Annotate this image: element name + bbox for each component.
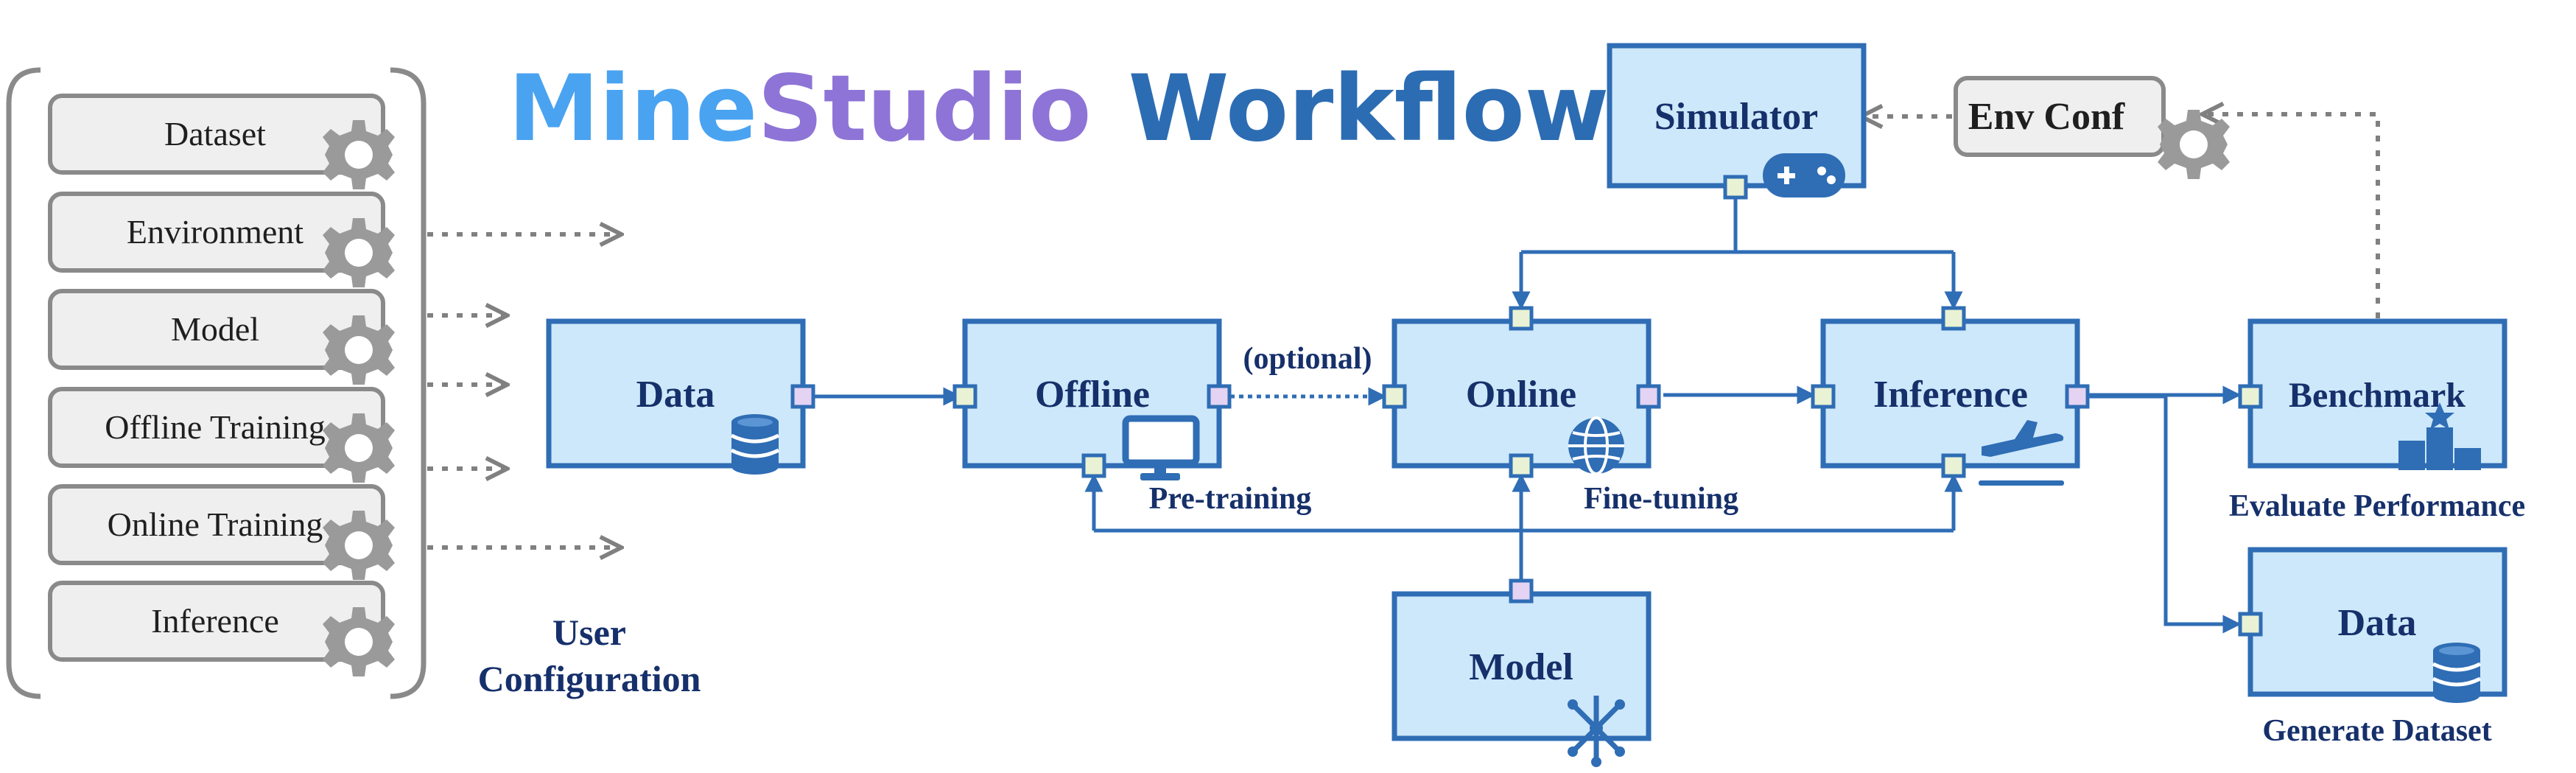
config-item-label: Environment — [127, 213, 303, 251]
podium-icon — [2398, 402, 2481, 470]
node-online: Online — [1382, 306, 1661, 478]
monitor-icon — [1122, 415, 1200, 480]
node-offline: Offline — [952, 318, 1232, 480]
edge-label-generate: Generate Dataset — [2262, 714, 2491, 748]
connectors — [810, 197, 2242, 634]
title-studio: Studio — [757, 56, 1091, 162]
title-mine: Mine — [508, 56, 757, 162]
port — [1941, 306, 1966, 331]
edge-label-pretraining: Pre-training — [1149, 482, 1312, 516]
node-inference-label: Inference — [1873, 374, 2028, 416]
port — [2238, 384, 2263, 409]
port — [1723, 175, 1748, 200]
title-workflow: Workflow — [1129, 56, 1610, 162]
env-feedback-arrows — [1864, 114, 2380, 318]
port — [952, 384, 978, 409]
port — [1941, 453, 1966, 478]
node-data-input: Data — [546, 318, 815, 475]
port — [1081, 453, 1106, 478]
port — [1509, 306, 1534, 331]
database-icon — [731, 414, 779, 475]
node-simulator-label: Simulator — [1654, 96, 1818, 138]
port — [1509, 453, 1534, 478]
config-item-label: Offline Training — [105, 408, 325, 446]
user-config-line1: User — [552, 612, 626, 653]
diagram-title: MineStudio Workflow — [508, 56, 1609, 162]
user-config-line2: Configuration — [478, 658, 701, 699]
port — [2065, 384, 2090, 409]
port — [1509, 578, 1534, 604]
edge-label-optional: (optional) — [1243, 342, 1372, 376]
node-online-label: Online — [1466, 374, 1576, 416]
config-item-offline-training: Offline Training — [48, 387, 395, 483]
config-item-inference: Inference — [48, 581, 395, 676]
node-benchmark: Benchmark — [2238, 318, 2507, 470]
gamepad-icon — [1763, 153, 1845, 197]
node-model-label: Model — [1469, 646, 1573, 688]
edge-label-evaluate: Evaluate Performance — [2229, 489, 2525, 523]
globe-icon — [1568, 416, 1624, 475]
edge-label-finetuning: Fine-tuning — [1584, 482, 1738, 516]
node-env-conf: Env Conf — [1954, 76, 2230, 179]
port — [1207, 384, 1232, 409]
port — [1636, 384, 1661, 409]
airplane-icon — [1979, 420, 2064, 486]
gear-icon — [2158, 110, 2230, 179]
node-benchmark-label: Benchmark — [2289, 376, 2466, 415]
right-brace — [390, 67, 427, 699]
config-item-label: Model — [171, 310, 259, 348]
config-arrows — [427, 234, 619, 548]
node-data-output-label: Data — [2338, 602, 2417, 644]
config-item-environment: Environment — [48, 192, 395, 287]
port — [2238, 612, 2263, 637]
port — [790, 384, 815, 409]
config-item-label: Inference — [151, 602, 279, 640]
node-model: Model — [1391, 578, 1652, 767]
left-brace — [6, 67, 41, 699]
config-item-label: Online Training — [108, 506, 323, 543]
config-item-label: Dataset — [164, 115, 266, 153]
node-simulator: Simulator — [1607, 43, 1867, 200]
config-item-model: Model — [48, 289, 395, 385]
node-inference: Inference — [1811, 306, 2090, 486]
network-icon — [1568, 696, 1625, 767]
node-offline-label: Offline — [1035, 374, 1150, 416]
node-data-output: Data — [2238, 547, 2507, 703]
port — [1382, 384, 1407, 409]
config-item-online-training: Online Training — [48, 484, 395, 580]
node-env-conf-label: Env Conf — [1968, 96, 2125, 138]
database-icon — [2433, 643, 2480, 703]
node-data-input-label: Data — [636, 374, 715, 416]
port — [1811, 384, 1836, 409]
config-item-dataset: Dataset — [48, 94, 395, 189]
